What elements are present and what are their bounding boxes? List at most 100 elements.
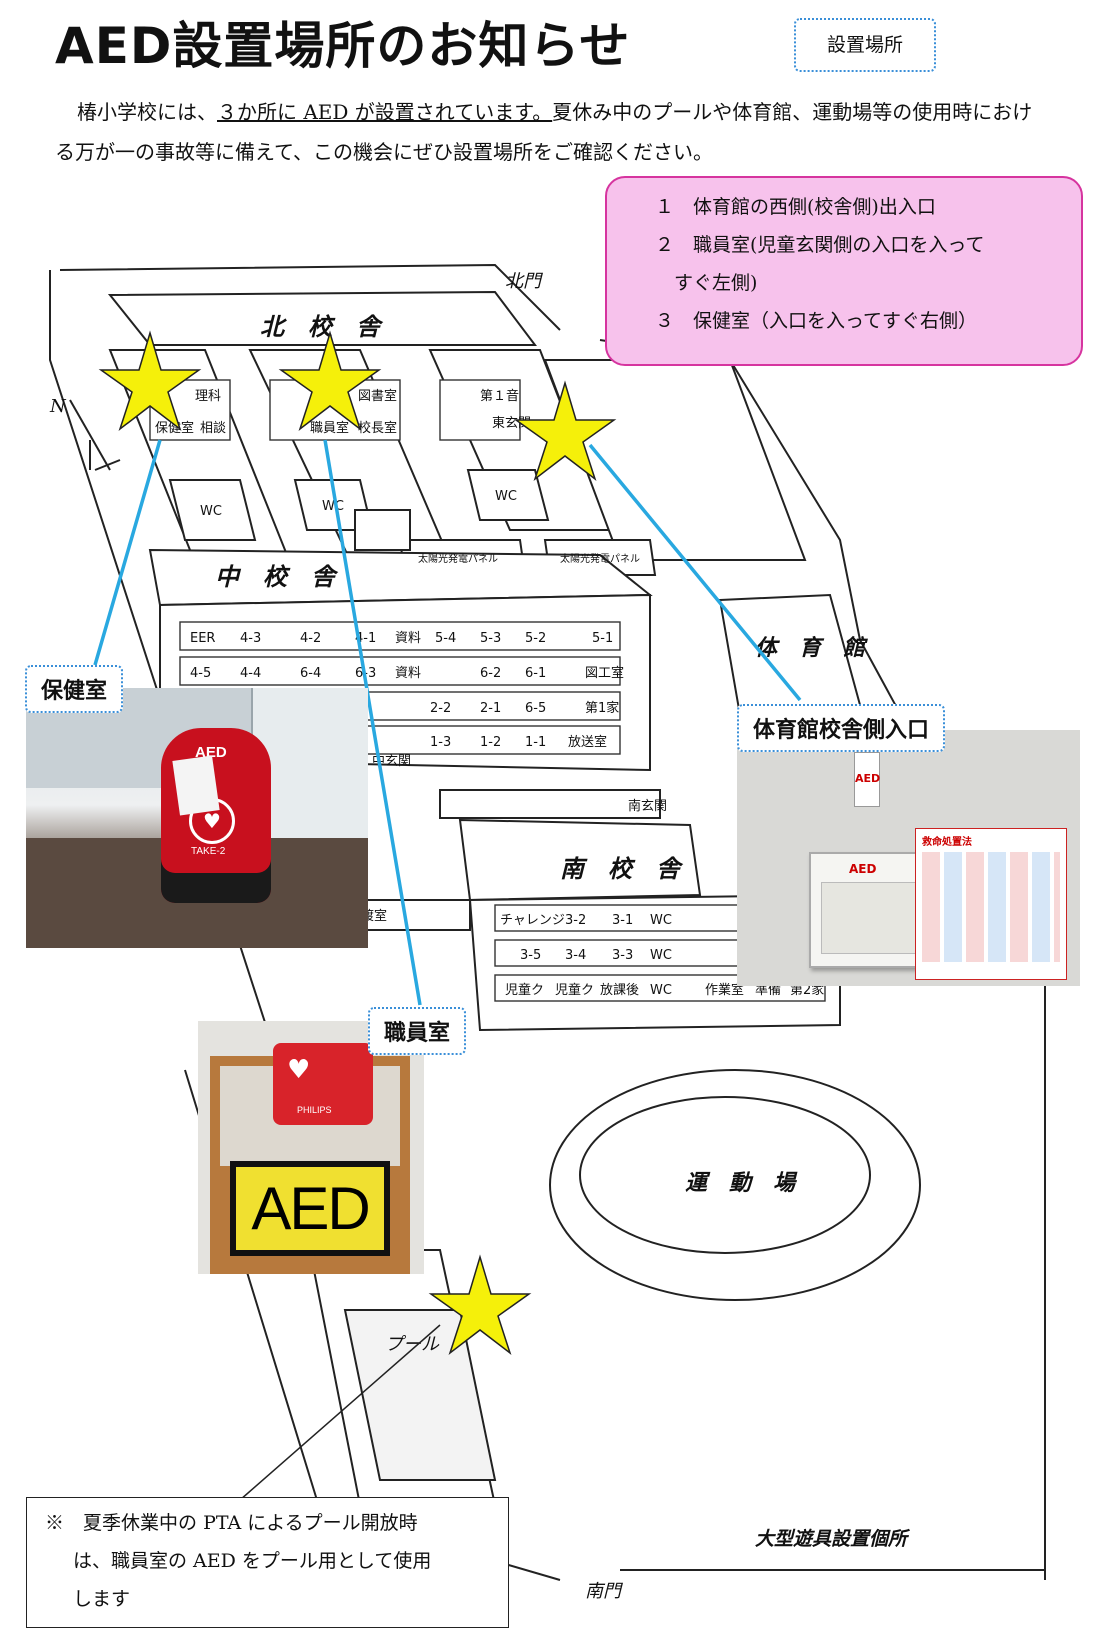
room-label: 図工室	[585, 665, 624, 681]
aed-sign-board: AED	[230, 1161, 390, 1256]
room-label: 資料	[395, 666, 421, 681]
photo-shokuin-aed: ♥ PHILIPS AED	[198, 1021, 424, 1274]
aed-locations-list: １ 体育館の西側(校舎側)出入口 ２ 職員室(児童玄関側の入口を入って すぐ左側…	[605, 176, 1083, 366]
location-tag: 設置場所	[794, 18, 936, 72]
room-label: 3-1	[612, 913, 633, 928]
room-label: 5-2	[525, 631, 546, 646]
room-label: 4-2	[300, 631, 321, 646]
pointer-line-shokuin	[323, 439, 422, 1006]
room-label: 4-5	[190, 666, 211, 681]
room-label: 1-3	[430, 735, 451, 750]
room-label: 放課後	[600, 982, 639, 998]
room-label: 3-2	[565, 913, 586, 928]
room-label: 3-3	[612, 948, 633, 963]
room-label: 放送室	[568, 734, 607, 750]
room-label: 図書室	[358, 388, 397, 404]
label-hoken: 保健室	[25, 665, 124, 713]
solar-panel-1-label: 太陽光発電パネル	[418, 552, 498, 565]
room-label: 相談	[200, 420, 226, 436]
room-label: 6-2	[480, 666, 501, 681]
room-label: 5-4	[435, 631, 456, 646]
field-label: 運 動 場	[685, 1170, 798, 1196]
room-label: 作業室	[705, 982, 744, 998]
photo-taiiku-aed: AED AED 救命処置法	[737, 730, 1080, 986]
pool-label: プール	[385, 1334, 440, 1355]
north-arrow-label: N	[49, 396, 67, 417]
note-line3: します	[73, 1588, 131, 1610]
aed-wall-box: AED	[809, 852, 933, 968]
location-item: すぐ左側)	[655, 272, 758, 294]
poster-title: 救命処置法	[922, 837, 972, 848]
south-entrance-label: 南玄関	[628, 798, 667, 814]
north-gate-label: 北門	[505, 271, 544, 292]
star-icon	[98, 330, 202, 432]
room-label: 2-1	[480, 701, 501, 716]
south-gate-label: 南門	[585, 1581, 624, 1602]
room-label: 理科	[195, 389, 221, 404]
pool-note: ※ 夏季休業中の PTA によるプール開放時 は、職員室の AED をプール用と…	[26, 1497, 509, 1628]
room-label: WC	[650, 913, 672, 928]
label-shokuin: 職員室	[368, 1007, 467, 1055]
aed-sign-text: AED	[236, 1167, 384, 1250]
north-building-label: 北 校 舎	[260, 312, 384, 341]
room-label: 3-5	[520, 948, 541, 963]
intro-paragraph: 椿小学校には、３か所に AED が設置されています。夏休み中のプールや体育館、運…	[55, 92, 1035, 172]
room-label: 資料	[395, 631, 421, 646]
solar-panel-2-label: 太陽光発電パネル	[560, 552, 640, 565]
star-icon	[278, 330, 382, 432]
middle-entrance-label: 中玄関	[372, 754, 411, 769]
gym-label: 体 育 館	[755, 635, 868, 661]
room-label: 第１音	[480, 388, 519, 404]
room-label: 4-3	[240, 631, 261, 646]
wall-box-label: AED	[849, 862, 877, 876]
wc-label: WC	[495, 489, 517, 504]
room-label: 6-1	[525, 666, 546, 681]
note-line1: 夏季休業中の PTA によるプール開放時	[83, 1512, 418, 1534]
wc-label: WC	[322, 499, 344, 514]
room-label: 5-3	[480, 631, 501, 646]
room-label: 校長室	[358, 420, 397, 436]
room-label: 児童ク	[505, 982, 544, 998]
room-label: チャレンジ	[500, 913, 565, 928]
room-label: WC	[650, 983, 672, 998]
south-building-label: 南 校 舎	[560, 854, 684, 883]
room-label: WC	[650, 948, 672, 963]
star-icon	[428, 1254, 532, 1356]
star-icon	[513, 380, 617, 482]
backpack-model: TAKE-2	[191, 846, 226, 857]
location-item: １ 体育館の西側(校舎側)出入口	[655, 196, 936, 218]
east-entrance-label: 東玄関	[492, 415, 531, 431]
first-aid-poster: 救命処置法	[915, 828, 1067, 980]
room-label: 5-1	[592, 631, 613, 646]
heart-icon: ♥	[287, 1055, 311, 1085]
aed-device: ♥ PHILIPS	[273, 1043, 373, 1125]
room-label: 6-4	[300, 666, 321, 681]
room-label: 児童ク	[555, 982, 594, 998]
big-equipment-label: 大型遊具設置個所	[755, 1528, 910, 1550]
room-label: 2-2	[430, 701, 451, 716]
wall-aed-sign-text: AED	[855, 772, 881, 785]
room-label: 4-4	[240, 666, 261, 681]
room-label: 3-4	[565, 948, 586, 963]
intro-underlined: ３か所に AED が設置されています。	[217, 100, 553, 124]
note-line2: は、職員室の AED をプール用として使用	[73, 1550, 432, 1572]
intro-post: 夏休み中のプールや体育館、運動場等の使用時における万が一の事故等に備えて、この機…	[55, 100, 1033, 164]
pointer-line-taiiku	[588, 443, 802, 702]
room-label: 1-2	[480, 735, 501, 750]
photo-hoken-aed: AED ♥ TAKE-2	[26, 688, 368, 948]
room-label: EER	[190, 631, 215, 646]
room-label: 職員室	[310, 420, 349, 436]
room-label: 準備	[755, 982, 781, 998]
note-mark: ※	[45, 1512, 65, 1534]
room-label: 第2家	[790, 982, 824, 998]
intro-pre: 椿小学校には、	[77, 100, 217, 124]
pointer-line-note	[239, 1324, 441, 1501]
page-title: AED設置場所のお知らせ	[55, 17, 631, 75]
middle-building-label: 中 校 舎	[215, 562, 339, 591]
wall-aed-sign: AED	[854, 752, 880, 807]
room-label: 6-5	[525, 701, 546, 716]
location-item: ３ 保健室（入口を入ってすぐ右側）	[655, 310, 978, 332]
room-label: 第1家	[585, 700, 619, 716]
location-item: ２ 職員室(児童玄関側の入口を入って	[655, 234, 985, 256]
